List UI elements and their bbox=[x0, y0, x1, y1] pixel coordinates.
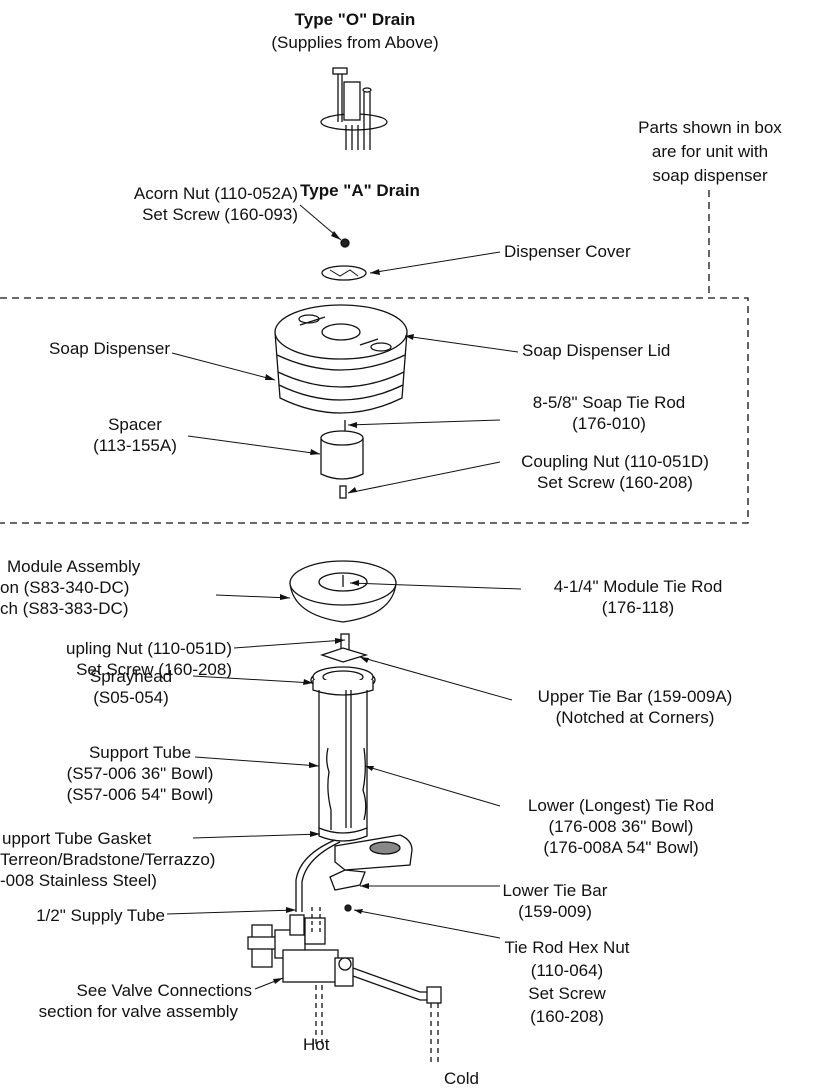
label-module-tie-rod: 4-1/4" Module Tie Rod(176-118) bbox=[553, 577, 723, 617]
label-dispenser-cover: Dispenser Cover bbox=[504, 242, 631, 261]
lower-base-figure bbox=[318, 827, 413, 912]
label-soap-tie-rod: 8-5/8" Soap Tie Rod(176-010) bbox=[532, 393, 686, 433]
label-soap-dispenser-lid: Soap Dispenser Lid bbox=[522, 341, 671, 360]
label-hot: Hot bbox=[303, 1035, 330, 1054]
label-acorn-nut: Acorn Nut (110-052A)Set Screw (160-093) bbox=[133, 184, 298, 224]
label-cold: Cold bbox=[444, 1069, 479, 1088]
type-o-subtitle: (Supplies from Above) bbox=[271, 33, 439, 52]
type-o-drain-figure bbox=[320, 67, 388, 150]
label-support-tube-gasket: upport Tube Gasket Terreon/Bradstone/Ter… bbox=[0, 829, 216, 890]
label-supply-tube: 1/2" Supply Tube bbox=[36, 906, 165, 925]
leader-lines bbox=[166, 204, 522, 990]
label-coupling-nut-upper: Coupling Nut (110-051D)Set Screw (160-20… bbox=[521, 452, 709, 492]
valve-assembly-figure bbox=[247, 905, 442, 1065]
type-a-title: Type "A" Drain bbox=[300, 181, 420, 200]
upper-tie-bar-figure bbox=[319, 633, 369, 663]
spacer-figure bbox=[320, 420, 364, 499]
arrowheads bbox=[265, 231, 414, 984]
sprayhead-figure bbox=[310, 666, 376, 696]
label-coupling-nut-lower: upling Nut (110-051D)Set Screw (160-208) bbox=[66, 639, 232, 679]
label-module-assembly: Module Assembly on (S83-340-DC) ch (S83-… bbox=[0, 557, 141, 618]
module-assembly-figure bbox=[289, 560, 397, 623]
support-tube-figure bbox=[318, 690, 368, 830]
label-upper-tie-bar: Upper Tie Bar (159-009A)(Notched at Corn… bbox=[537, 687, 733, 727]
dispenser-cover-figure bbox=[321, 265, 367, 281]
label-lower-tie-bar: Lower Tie Bar(159-009) bbox=[502, 881, 608, 921]
label-soap-dispenser: Soap Dispenser bbox=[49, 339, 170, 358]
label-support-tube: Support Tube(S57-006 36" Bowl)(S57-006 5… bbox=[66, 743, 214, 804]
label-spacer: Spacer(113-155A) bbox=[93, 415, 177, 455]
soap-dispenser-figure bbox=[274, 304, 408, 414]
acorn-nut-figure bbox=[340, 238, 350, 248]
supply-tube-figure bbox=[295, 839, 341, 912]
soap-dispenser-box bbox=[0, 297, 749, 524]
type-o-title: Type "O" Drain bbox=[294, 10, 416, 29]
label-hex-nut: Tie Rod Hex Nut(110-064)Set Screw(160-20… bbox=[504, 938, 630, 1026]
label-lower-tie-rod: Lower (Longest) Tie Rod(176-008 36" Bowl… bbox=[527, 796, 715, 857]
label-sprayhead: Sprayhead(S05-054) bbox=[89, 667, 173, 707]
